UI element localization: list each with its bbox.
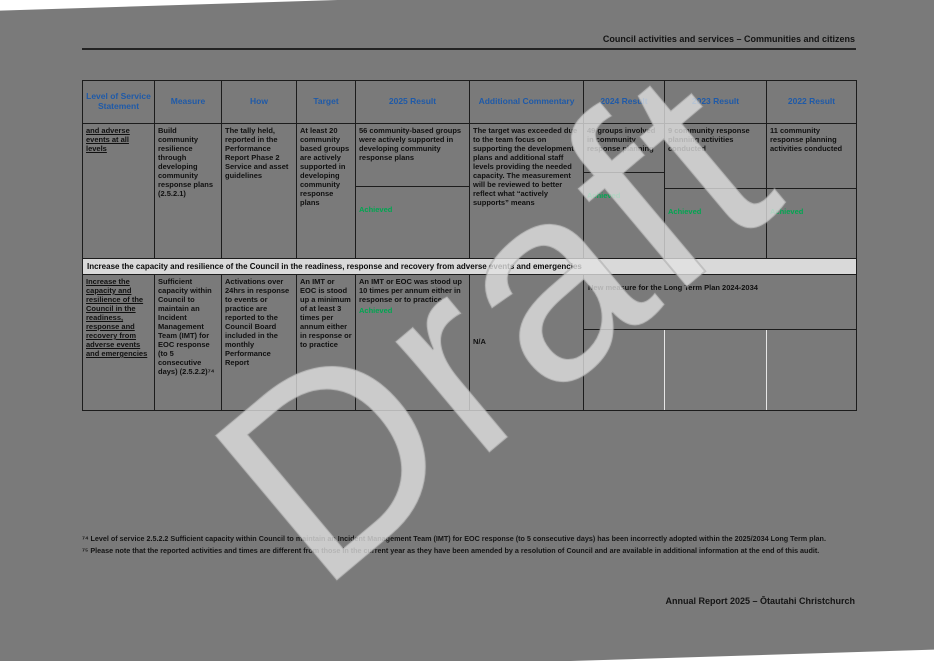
cell-additional-commentary: The target was exceeded due to the team … bbox=[470, 124, 584, 258]
empty-2023-cell bbox=[665, 330, 767, 410]
cell-measure: Sufficient capacity within Council to ma… bbox=[155, 275, 222, 410]
empty-2024-cell bbox=[584, 330, 665, 410]
header-rule bbox=[82, 48, 856, 50]
empty-2022-cell bbox=[767, 330, 856, 410]
cell-target: At least 20 community based groups are a… bbox=[297, 124, 356, 258]
table-row-imt-capacity: Increase the capacity and resilience of … bbox=[83, 275, 856, 410]
column-header-how: How bbox=[222, 81, 297, 123]
cell-2025-result: 56 community-based groups were actively … bbox=[356, 124, 470, 258]
table-row-community-resilience: and adverse events at all levels Build c… bbox=[83, 124, 856, 259]
footnotes-block: ⁷⁴ Level of service 2.5.2.2 Sufficient c… bbox=[82, 534, 860, 559]
cell-statement: and adverse events at all levels bbox=[83, 124, 155, 258]
column-header-additional-commentary: Additional Commentary bbox=[470, 81, 584, 123]
section-header-row: Increase the capacity and resilience of … bbox=[83, 259, 856, 275]
cell-statement: Increase the capacity and resilience of … bbox=[83, 275, 155, 410]
table-header-row: Level of Service Statement Measure How T… bbox=[83, 81, 856, 124]
result-text: 9 community response planning activities… bbox=[665, 124, 766, 189]
cell-how: Activations over 24hrs in response to ev… bbox=[222, 275, 297, 410]
running-header: Council activities and services – Commun… bbox=[602, 34, 855, 44]
column-header-level-of-service: Level of Service Statement bbox=[83, 81, 155, 123]
column-header-target: Target bbox=[297, 81, 356, 123]
footnote-75: ⁷⁵ Please note that the reported activit… bbox=[82, 546, 820, 556]
status-achieved: Achieved bbox=[587, 191, 621, 200]
cell-merged-new-measure: New measure for the Long Term Plan 2024-… bbox=[584, 275, 856, 410]
empty-result-subcells bbox=[584, 330, 856, 410]
column-header-measure: Measure bbox=[155, 81, 222, 123]
status-achieved: Achieved bbox=[668, 207, 702, 216]
result-text: 56 community-based groups were actively … bbox=[356, 124, 469, 187]
cell-2024-result: 49 groups involved in community response… bbox=[584, 124, 665, 258]
cell-additional-commentary: N/A bbox=[470, 275, 584, 410]
new-measure-note: New measure for the Long Term Plan 2024-… bbox=[584, 275, 856, 330]
cell-2025-result: An IMT or EOC was stood up 10 times per … bbox=[356, 275, 470, 410]
result-text: An IMT or EOC was stood up 10 times per … bbox=[359, 277, 462, 304]
column-header-2023-result: 2023 Result bbox=[665, 81, 767, 123]
cell-2023-result: 9 community response planning activities… bbox=[665, 124, 767, 258]
running-footer: Annual Report 2025 – Ōtautahi Christchur… bbox=[665, 596, 855, 606]
cell-measure: Build community resilience through devel… bbox=[155, 124, 222, 258]
status-achieved: Achieved bbox=[359, 205, 393, 214]
column-header-2025-result: 2025 Result bbox=[356, 81, 470, 123]
levels-of-service-table: Level of Service Statement Measure How T… bbox=[82, 80, 857, 411]
cell-2022-result: 11 community response planning activitie… bbox=[767, 124, 856, 258]
column-header-2022-result: 2022 Result bbox=[787, 96, 836, 107]
result-text: 11 community response planning activitie… bbox=[767, 124, 856, 189]
status-achieved: Achieved bbox=[770, 207, 804, 216]
result-text: 49 groups involved in community response… bbox=[584, 124, 664, 173]
footnote-74: ⁷⁴ Level of service 2.5.2.2 Sufficient c… bbox=[82, 534, 826, 543]
cell-target: An IMT or EOC is stood up a minimum of a… bbox=[297, 275, 356, 410]
cell-how: The tally held, reported in the Performa… bbox=[222, 124, 297, 258]
commentary-na: N/A bbox=[473, 337, 486, 346]
status-achieved: Achieved bbox=[359, 306, 393, 315]
column-header-2024-result: 2024 Result bbox=[584, 81, 665, 123]
